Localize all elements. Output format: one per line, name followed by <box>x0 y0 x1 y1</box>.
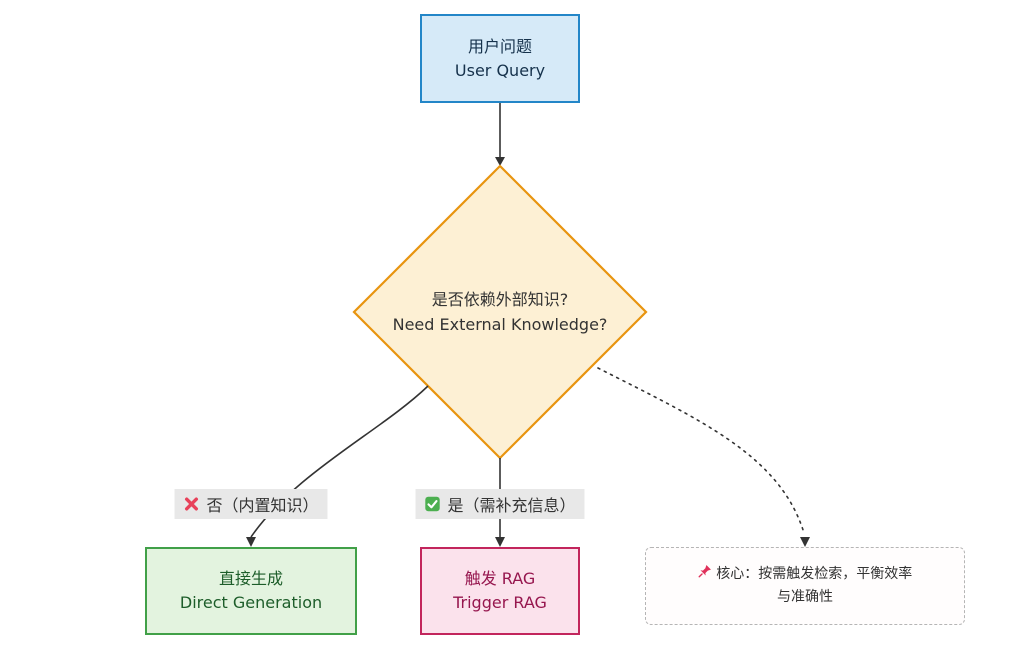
core-note-line1-wrap: 核心：按需触发检索，平衡效率 <box>698 563 912 586</box>
edge-yes-branch-arrowhead <box>495 537 505 547</box>
node-core-note: 核心：按需触发检索，平衡效率 与准确性 <box>645 547 965 625</box>
user-query-label-zh: 用户问题 <box>467 36 532 56</box>
edge-no-branch-arrowhead <box>246 537 256 547</box>
edge-decision-to-note-arrowhead <box>800 537 810 547</box>
edge-label-yes-text: 是（需补充信息） <box>447 496 576 515</box>
green-check-icon <box>424 496 440 512</box>
node-user-query: 用户问题 User Query <box>420 14 580 103</box>
node-trigger-rag: 触发 RAG Trigger RAG <box>420 547 580 635</box>
core-note-text-line2: 与准确性 <box>777 589 833 605</box>
decision-label-en: Need External Knowledge? <box>392 315 608 334</box>
trigger-rag-label-en: Trigger RAG <box>453 593 547 612</box>
trigger-rag-label-zh: 触发 RAG <box>464 569 536 588</box>
edge-label-no-text: 否（内置知识） <box>206 496 319 515</box>
node-decision-label: 是否依赖外部知识? Need External Knowledge? <box>350 287 650 337</box>
edge-label-yes-branch: 是（需补充信息） <box>415 489 585 519</box>
user-query-label-en: User Query <box>454 60 546 80</box>
direct-generation-label-en: Direct Generation <box>179 593 323 612</box>
node-direct-generation: 直接生成 Direct Generation <box>145 547 357 635</box>
decision-label-zh: 是否依赖外部知识? <box>431 290 569 309</box>
direct-generation-label-zh: 直接生成 <box>218 569 283 588</box>
edge-query-to-decision-arrowhead <box>495 157 505 166</box>
core-note-text-line1: 核心：按需触发检索，平衡效率 <box>716 566 913 582</box>
red-cross-icon <box>183 496 199 512</box>
edge-label-no-branch: 否（内置知识） <box>174 489 328 519</box>
edge-decision-to-note <box>597 367 805 534</box>
pushpin-icon <box>698 564 712 578</box>
